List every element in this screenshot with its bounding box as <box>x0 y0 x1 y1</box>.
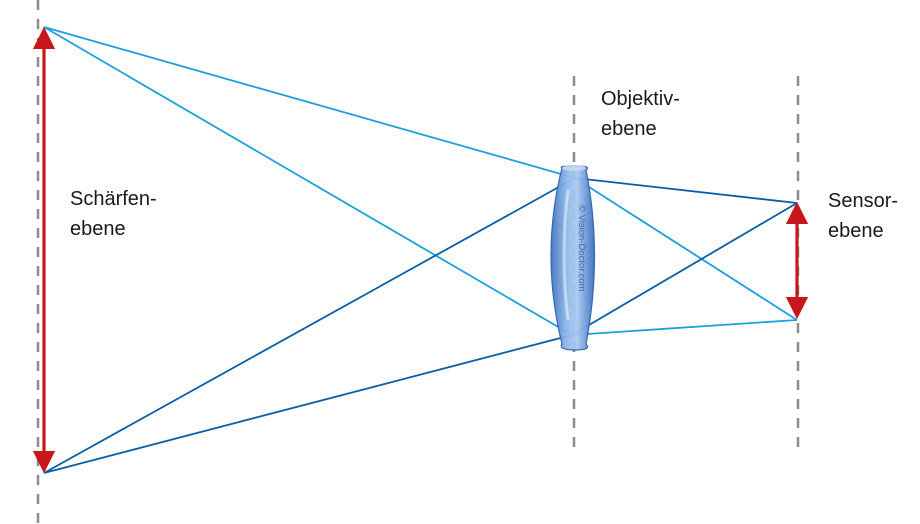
watermark-text: © Vision-Doctor.com <box>576 205 587 292</box>
ray-lens-top-to-sensor-bottom <box>574 177 798 321</box>
sensor-plane-label-line1: Sensor- <box>828 190 899 212</box>
lens-plane-label-line2: ebene <box>601 118 657 140</box>
ray-bottom-to-lens-top <box>43 177 576 474</box>
lens-plane-label: Objektiv- ebene <box>601 84 680 144</box>
ray-bottom-to-lens-bottom <box>43 334 573 474</box>
lens: © Vision-Doctor.com <box>550 165 596 351</box>
focal-plane-label: Schärfen- ebene <box>70 184 157 244</box>
ray-top-to-lens-bottom <box>43 26 573 336</box>
ray-lens-bottom-to-sensor-top <box>571 202 798 336</box>
ray-lens-top-to-sensor-top <box>574 177 798 204</box>
focal-plane-label-line1: Schärfen- <box>70 188 157 210</box>
sensor-plane-label: Sensor- ebene <box>828 186 898 246</box>
sensor-plane-label-line2: ebene <box>828 220 884 242</box>
ray-lens-bottom-to-sensor-bottom <box>571 319 798 336</box>
lens-plane-label-line1: Objektiv- <box>601 88 680 110</box>
ray-top-to-lens-top <box>43 26 576 179</box>
focal-plane-label-line2: ebene <box>70 218 126 240</box>
